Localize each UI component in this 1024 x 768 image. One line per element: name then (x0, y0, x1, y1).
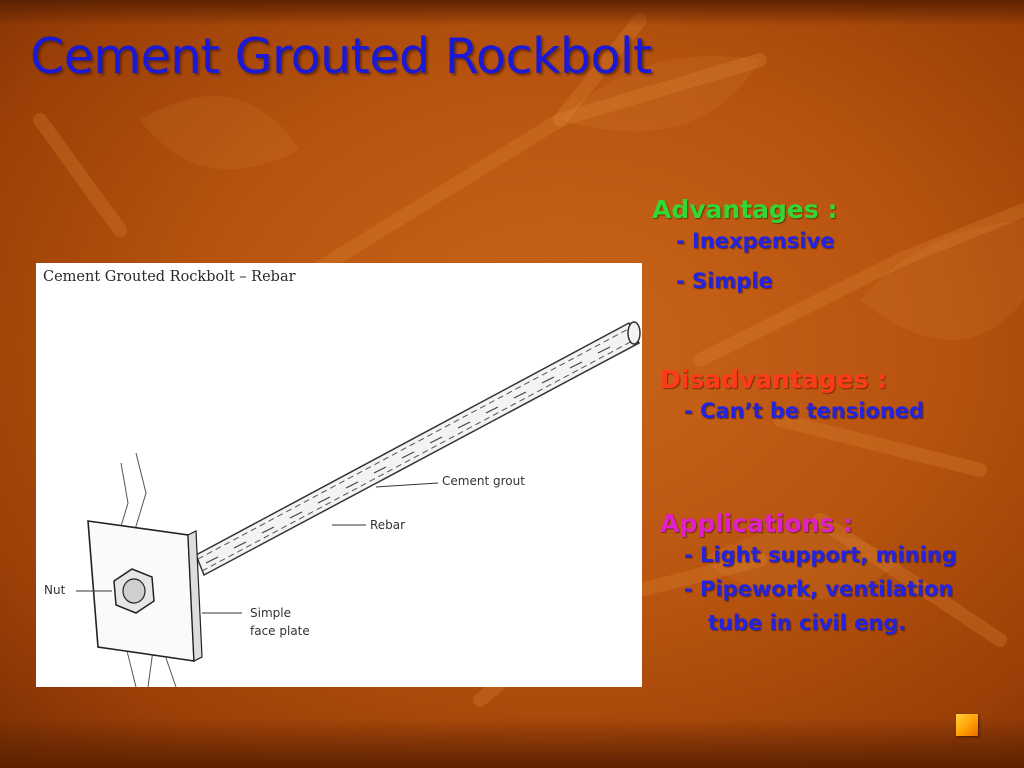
application-item: tube in civil eng. (708, 611, 907, 635)
advantage-item: - Inexpensive (676, 229, 835, 253)
rockbolt-drawing (76, 321, 641, 687)
bolt-body (195, 321, 640, 577)
disadvantages-section: Disadvantages : - Can’t be tensioned (660, 364, 924, 428)
label-face-plate-line1: Simple (250, 606, 291, 620)
advantages-heading: Advantages : (652, 195, 838, 224)
applications-section: Applications : - Light support, mining -… (660, 508, 957, 640)
bolt-end (627, 321, 641, 345)
top-shadow-band (0, 0, 1024, 26)
label-cement-grout: Cement grout (442, 474, 525, 488)
label-face-plate-line2: face plate (250, 624, 310, 638)
disadvantage-item: - Can’t be tensioned (684, 399, 925, 423)
orange-square-icon (956, 714, 978, 736)
page-title: Cement Grouted Rockbolt (30, 28, 652, 85)
nut-shape (113, 568, 155, 614)
disadvantages-heading: Disadvantages : (660, 365, 888, 394)
application-item: - Light support, mining (684, 543, 957, 567)
advantage-item: - Simple (676, 269, 773, 293)
figure-caption: Cement Grouted Rockbolt – Rebar (43, 269, 296, 285)
label-rebar: Rebar (370, 518, 406, 532)
advantages-section: Advantages : - Inexpensive - Simple (652, 194, 837, 298)
label-nut: Nut (44, 583, 66, 597)
bottom-shadow-band (0, 718, 1024, 768)
label-face-plate: Simple face plate (250, 604, 310, 640)
rockbolt-diagram: Cement Grouted Rockbolt – Rebar Cement g… (36, 263, 642, 687)
applications-heading: Applications : (660, 509, 854, 538)
application-item: - Pipework, ventilation (684, 577, 954, 601)
